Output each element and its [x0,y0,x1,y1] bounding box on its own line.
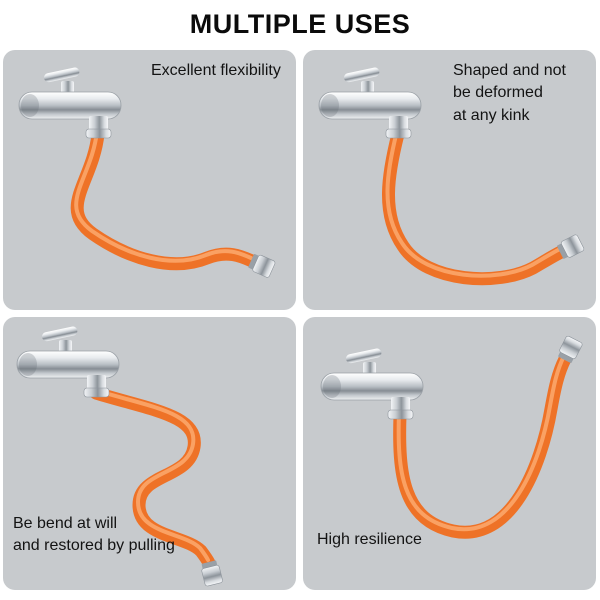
panel-caption: Excellent flexibility [151,62,281,79]
panel-shaped: Shaped and not be deformed at any kink [303,50,596,310]
hose-tip-icon [199,559,224,587]
panel-caption: High resilience [317,531,422,548]
faucet-icon [18,66,122,139]
panel-caption: Be bend at will and restored by pulling [13,515,175,555]
hose [70,127,259,271]
panel-bend: Be bend at will and restored by pulling [3,317,296,590]
faucet-icon [318,66,422,139]
hose-highlight [385,129,562,278]
panel-illustration [16,325,224,587]
panel-resilience: High resilience [303,317,596,590]
panel-flexibility: Excellent flexibility [3,50,296,310]
hose-highlight [396,354,566,532]
panel-illustration [320,335,584,539]
hose-highlight [93,388,210,562]
hose-highlight [74,129,253,263]
panel-grid: Excellent flexibility Shaped and not be … [0,50,600,590]
faucet-icon [16,325,120,398]
panel-caption: Shaped and not be deformed at any kink [453,62,566,124]
panel-illustration [318,66,585,286]
panel-illustration [18,66,277,279]
faucet-icon [320,347,424,420]
page-title: MULTIPLE USES [189,9,411,39]
